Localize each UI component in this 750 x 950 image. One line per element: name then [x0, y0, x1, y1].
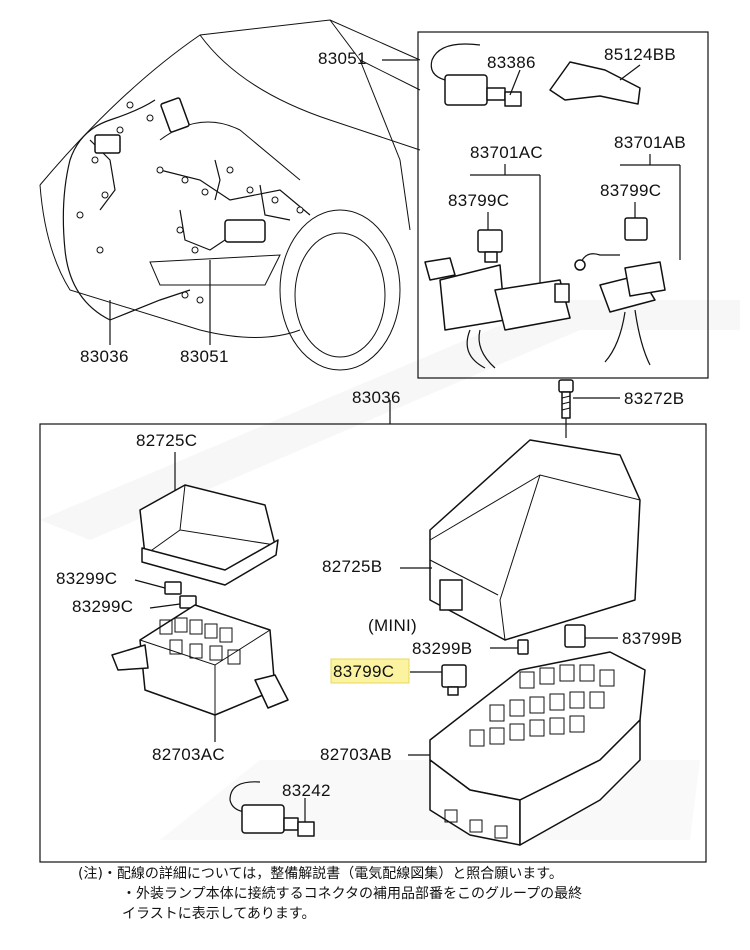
label-83299C-a: 83299C: [56, 569, 117, 588]
relay-box-82703AC: [111, 604, 289, 742]
note-line-1: (注)・配線の詳細については，整備解説書（電気配線図集）と照合願います。: [78, 866, 563, 882]
connector-83242: [229, 781, 315, 837]
label-mini: (MINI): [368, 616, 417, 635]
label-82703AB: 82703AB: [320, 745, 392, 764]
label-83051-top: 83051: [318, 49, 367, 68]
note-line-3: イラストに表示してあります。: [122, 906, 316, 922]
note-line-2: ・外装ランプ本体に接続するコネクタの補用品部番をこのグループの最終: [122, 886, 583, 902]
label-82725B: 82725B: [322, 557, 382, 576]
label-82725C: 82725C: [136, 431, 197, 450]
bracket-85124BB: [549, 61, 641, 105]
connector-83386: [430, 43, 522, 107]
label-83051-car: 83051: [180, 347, 229, 366]
fuse-83299C-b: [149, 595, 197, 609]
label-83701AB: 83701AB: [614, 133, 686, 152]
label-83299B: 83299B: [412, 639, 472, 658]
fuse-box-detail-frame: [39, 400, 707, 863]
relay-83799C: [410, 664, 467, 696]
bolt-83272B: [558, 379, 620, 438]
fuse-box-82703AB: [408, 651, 646, 846]
label-83799C-left: 83799C: [448, 191, 509, 210]
car-front-illustration: [39, 19, 421, 371]
label-83036-box: 83036: [352, 388, 401, 407]
relay-83799B: [564, 624, 618, 648]
label-83386: 83386: [487, 53, 536, 72]
label-83272B: 83272B: [624, 389, 684, 408]
label-83701AC: 83701AC: [470, 143, 543, 162]
fuse-83299B: [490, 639, 529, 655]
fuse-83299C-a: [134, 579, 182, 595]
footnotes: (注)・配線の詳細については，整備解説書（電気配線図集）と照合願います。 ・外装…: [78, 864, 718, 924]
connector-detail-box: [382, 31, 709, 379]
label-83299C-b: 83299C: [72, 597, 133, 616]
relay-left-assembly: [424, 164, 571, 369]
label-83799B: 83799B: [622, 629, 682, 648]
label-83799C-right: 83799C: [600, 181, 661, 200]
label-85124BB: 85124BB: [604, 45, 676, 64]
relay-right-assembly: [574, 154, 681, 366]
label-82703AC: 82703AC: [152, 745, 225, 764]
cover-82725B: [400, 439, 641, 641]
cover-82725C: [139, 452, 279, 586]
highlight-83799C: [330, 658, 410, 684]
label-83242: 83242: [282, 781, 331, 800]
label-83036-car: 83036: [80, 347, 129, 366]
label-83799C-highlight[interactable]: 83799C: [333, 662, 394, 681]
